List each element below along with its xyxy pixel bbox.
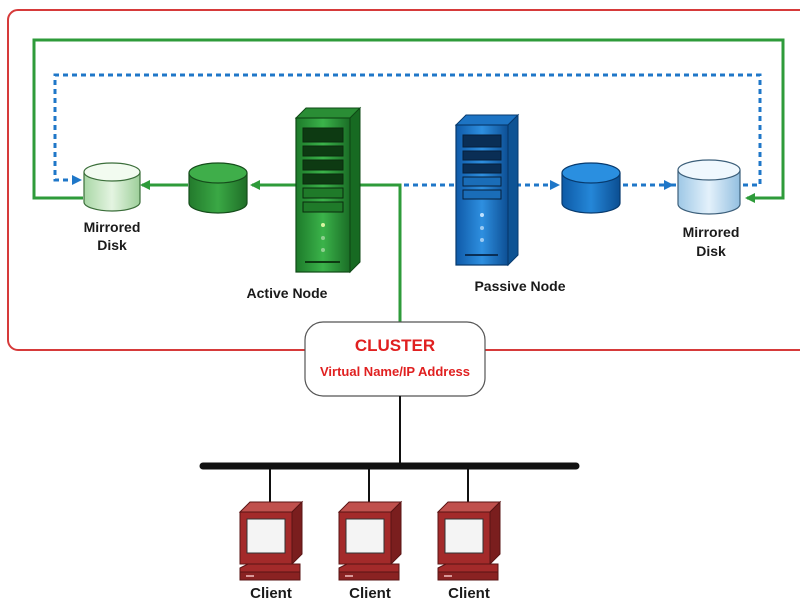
right-disk-label-line2: Disk [696,243,726,259]
client-computer-2 [337,500,403,581]
cluster-subtitle: Virtual Name/IP Address [320,364,470,379]
active-storage-disk [188,162,248,214]
active-node-server [294,106,362,274]
right-disk-label-line1: Mirrored [683,224,740,240]
client-label-1: Client [250,585,292,602]
left-mirrored-disk [83,162,141,212]
active-node-label: Active Node [247,285,328,301]
client-label-2: Client [349,585,391,602]
left-disk-label-line2: Disk [97,237,127,253]
passive-node-server [454,113,520,267]
passive-node-label: Passive Node [474,278,565,294]
cluster-virtual-box [304,321,486,397]
blue-replication-loop [53,73,762,187]
passive-storage-disk [561,162,621,214]
green-mirror-loop [32,38,785,203]
right-mirrored-disk [677,159,741,215]
active-to-cluster-link [356,183,402,322]
client-computer-3 [436,500,502,581]
cluster-title: CLUSTER [355,336,435,355]
client-label-3: Client [448,585,490,602]
client-computer-1 [238,500,304,581]
left-disk-label-line1: Mirrored [84,219,141,235]
